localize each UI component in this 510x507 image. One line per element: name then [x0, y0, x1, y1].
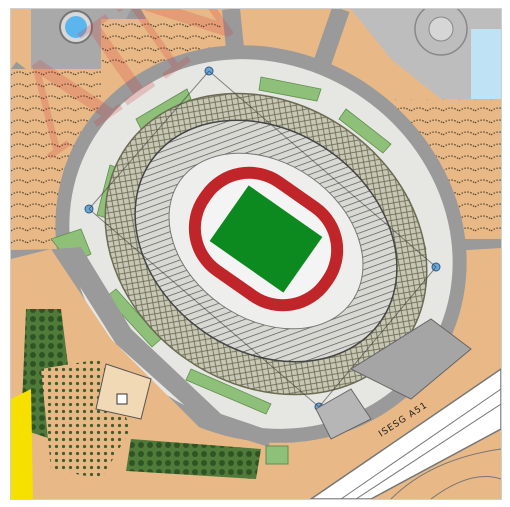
northeast-plaza [351, 9, 501, 119]
south-shrub-band [126, 439, 261, 479]
pavilion-building [95, 363, 152, 420]
roundabout-center [428, 16, 454, 42]
highway-lanes [340, 388, 501, 499]
football-pitch [209, 185, 323, 293]
southeast-entrance-block [315, 388, 372, 440]
stadium-site-plan: ISESG A51 ΛΙΝ [10, 8, 502, 500]
south-green-plot [265, 445, 289, 465]
northeast-water-channel [471, 29, 501, 99]
pond [65, 16, 87, 38]
yellow-block [11, 389, 33, 499]
roof-cables [88, 70, 437, 408]
site-plan-drawing: ISESG A51 ΛΙΝ [11, 9, 501, 499]
southeast-highway [309, 368, 501, 499]
east-parking-block [349, 318, 472, 400]
northeast-roundabout [414, 9, 468, 56]
pavilion-icon [116, 393, 128, 405]
southwest-curved-road [56, 247, 271, 447]
